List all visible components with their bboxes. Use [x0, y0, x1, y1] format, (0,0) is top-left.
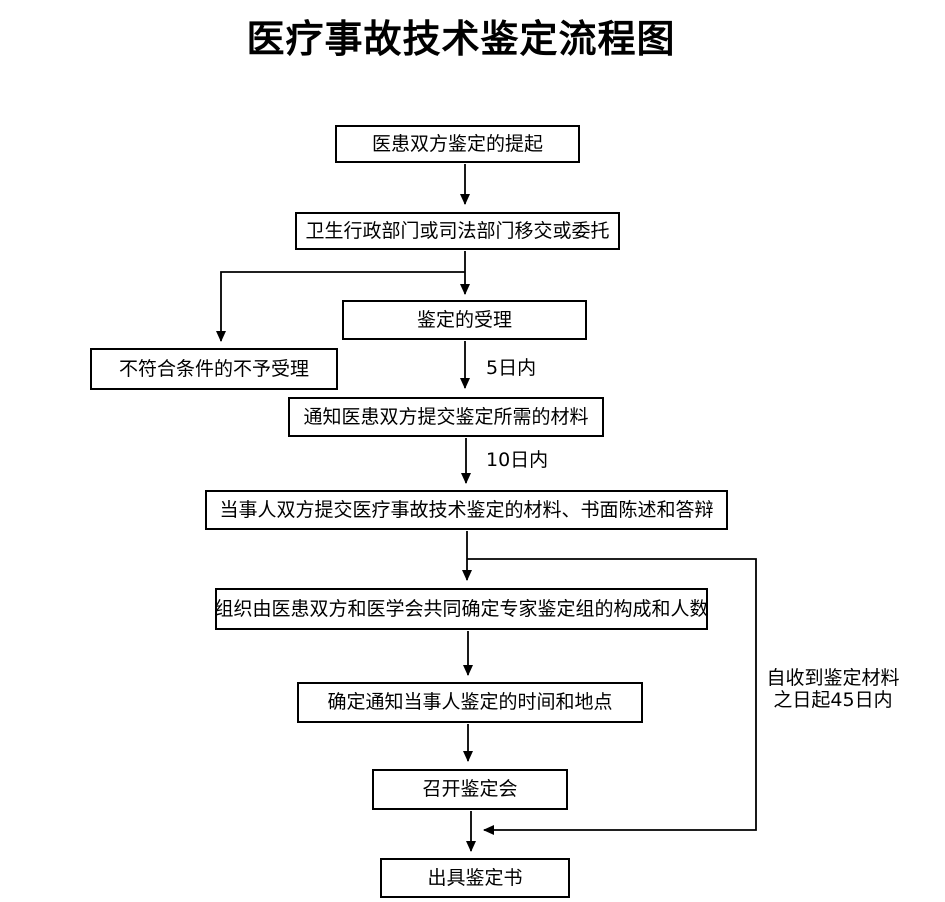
node-expert-group-composition: 组织由医患双方和医学会共同确定专家鉴定组的构成和人数: [215, 588, 709, 630]
node-transfer-or-delegation: 卫生行政部门或司法部门移交或委托: [295, 212, 620, 250]
edge-label-within-10-days: 10日内: [486, 449, 549, 471]
node-hold-appraisal-meeting: 召开鉴定会: [372, 769, 568, 810]
edge-label-45-days-line2: 之日起45日内: [773, 689, 893, 711]
node-appraisal-acceptance: 鉴定的受理: [342, 300, 587, 340]
node-confirm-time-place: 确定通知当事人鉴定的时间和地点: [297, 682, 643, 723]
diagram-title: 医疗事故技术鉴定流程图: [246, 17, 676, 61]
node-parties-submit-materials: 当事人双方提交医疗事故技术鉴定的材料、书面陈述和答辩: [205, 490, 728, 530]
node-notify-materials: 通知医患双方提交鉴定所需的材料: [288, 397, 604, 437]
edge-label-within-45-days: 自收到鉴定材料 之日起45日内: [760, 667, 906, 711]
node-issue-appraisal-report: 出具鉴定书: [380, 858, 570, 898]
arrow-branch-to-rejection: [216, 271, 465, 342]
node-rejection-not-qualified: 不符合条件的不予受理: [90, 348, 338, 390]
edge-label-45-days-line1: 自收到鉴定材料: [766, 667, 900, 689]
node-appraisal-initiation: 医患双方鉴定的提起: [335, 125, 580, 163]
edge-label-within-5-days: 5日内: [486, 357, 537, 379]
arrow-bypass-45-days: [467, 558, 757, 835]
